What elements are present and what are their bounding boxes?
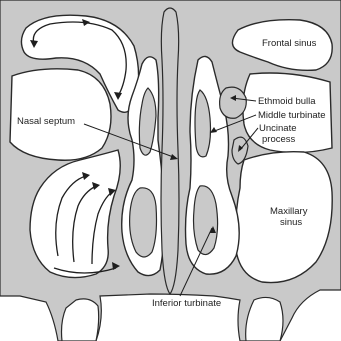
uncinate-process-label-line1: Uncinate: [259, 123, 297, 134]
right-inferior-turbinate: [194, 186, 218, 255]
ethmoid-bulla-label: Ethmoid bulla: [258, 96, 316, 107]
nasal-septum-label: Nasal septum: [17, 116, 75, 127]
middle-turbinate-label: Middle turbinate: [258, 110, 326, 121]
frontal-sinus-label: Frontal sinus: [262, 38, 316, 49]
nasal-septum-shape: [161, 8, 179, 294]
inferior-turbinate-label: Inferior turbinate: [152, 298, 221, 309]
maxillary-sinus-label-line1: Maxillary: [270, 206, 307, 217]
ethmoid-bulla-shape: [220, 87, 247, 118]
left-orbit-cavity: [10, 69, 111, 160]
uncinate-process-label-line2: process: [262, 134, 295, 145]
maxillary-sinus-label-line2: sinus: [280, 217, 302, 228]
left-inferior-turbinate: [130, 188, 157, 257]
